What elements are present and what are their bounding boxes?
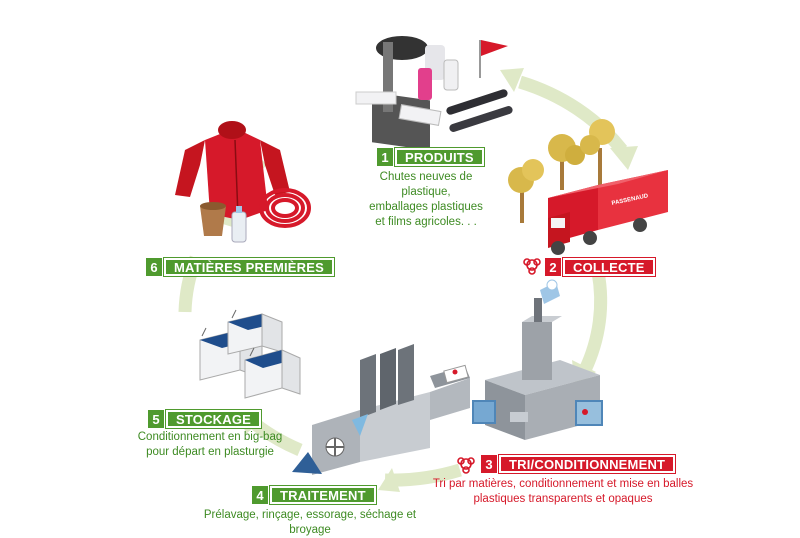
desc-line: Chutes neuves de plastique,: [355, 170, 497, 200]
step-title: TRAITEMENT: [270, 486, 376, 504]
cycle-arrow-heads: [238, 68, 638, 492]
step-title: COLLECTE: [563, 258, 655, 276]
desc-line: et films agricoles. . .: [355, 215, 497, 230]
desc-line: pour départ en plasturgie: [135, 445, 285, 460]
step-title: TRI/CONDITIONNEMENT: [499, 455, 675, 473]
truck-icon: PASSENAUD: [548, 170, 668, 255]
step-number: 5: [148, 410, 164, 428]
step-number: 2: [545, 258, 561, 276]
big-bag-icon: [200, 310, 300, 398]
desc-line: Conditionnement en big-bag: [135, 430, 285, 445]
step-number: 4: [252, 486, 268, 504]
step-3-label: 3 TRI/CONDITIONNEMENT: [481, 455, 675, 473]
step-title: STOCKAGE: [166, 410, 261, 428]
step-title: PRODUITS: [395, 148, 484, 166]
step-6-label: 6 MATIÈRES PREMIÈRES: [146, 258, 334, 276]
desc-line: emballages plastiques: [355, 200, 497, 215]
desc-line: Prélavage, rinçage, essorage, séchage et…: [190, 508, 430, 538]
plastic-waste-icon: [356, 36, 514, 150]
step-2-label: 2 COLLECTE: [545, 258, 655, 276]
step-4-label: 4 TRAITEMENT: [252, 486, 376, 504]
step-number: 6: [146, 258, 162, 276]
pot-icon: [200, 202, 226, 236]
desc-line: Tri par matières, conditionnement et mis…: [428, 477, 698, 492]
step-5-description: Conditionnement en big-bag pour départ e…: [135, 430, 285, 460]
factory-icon: [292, 344, 470, 475]
step-title: MATIÈRES PREMIÈRES: [164, 258, 334, 276]
desc-line: plastiques transparents et opaques: [428, 492, 698, 507]
step-number: 3: [481, 455, 497, 473]
step-1-description: Chutes neuves de plastique, emballages p…: [355, 170, 497, 230]
step-3-description: Tri par matières, conditionnement et mis…: [428, 477, 698, 507]
step-5-label: 5 STOCKAGE: [148, 410, 261, 428]
step-number: 1: [377, 148, 393, 166]
hose-icon: [261, 190, 309, 226]
flag-icon: [481, 40, 508, 56]
step-1-label: 1 PRODUITS: [377, 148, 484, 166]
step-4-description: Prélavage, rinçage, essorage, séchage et…: [190, 508, 430, 538]
